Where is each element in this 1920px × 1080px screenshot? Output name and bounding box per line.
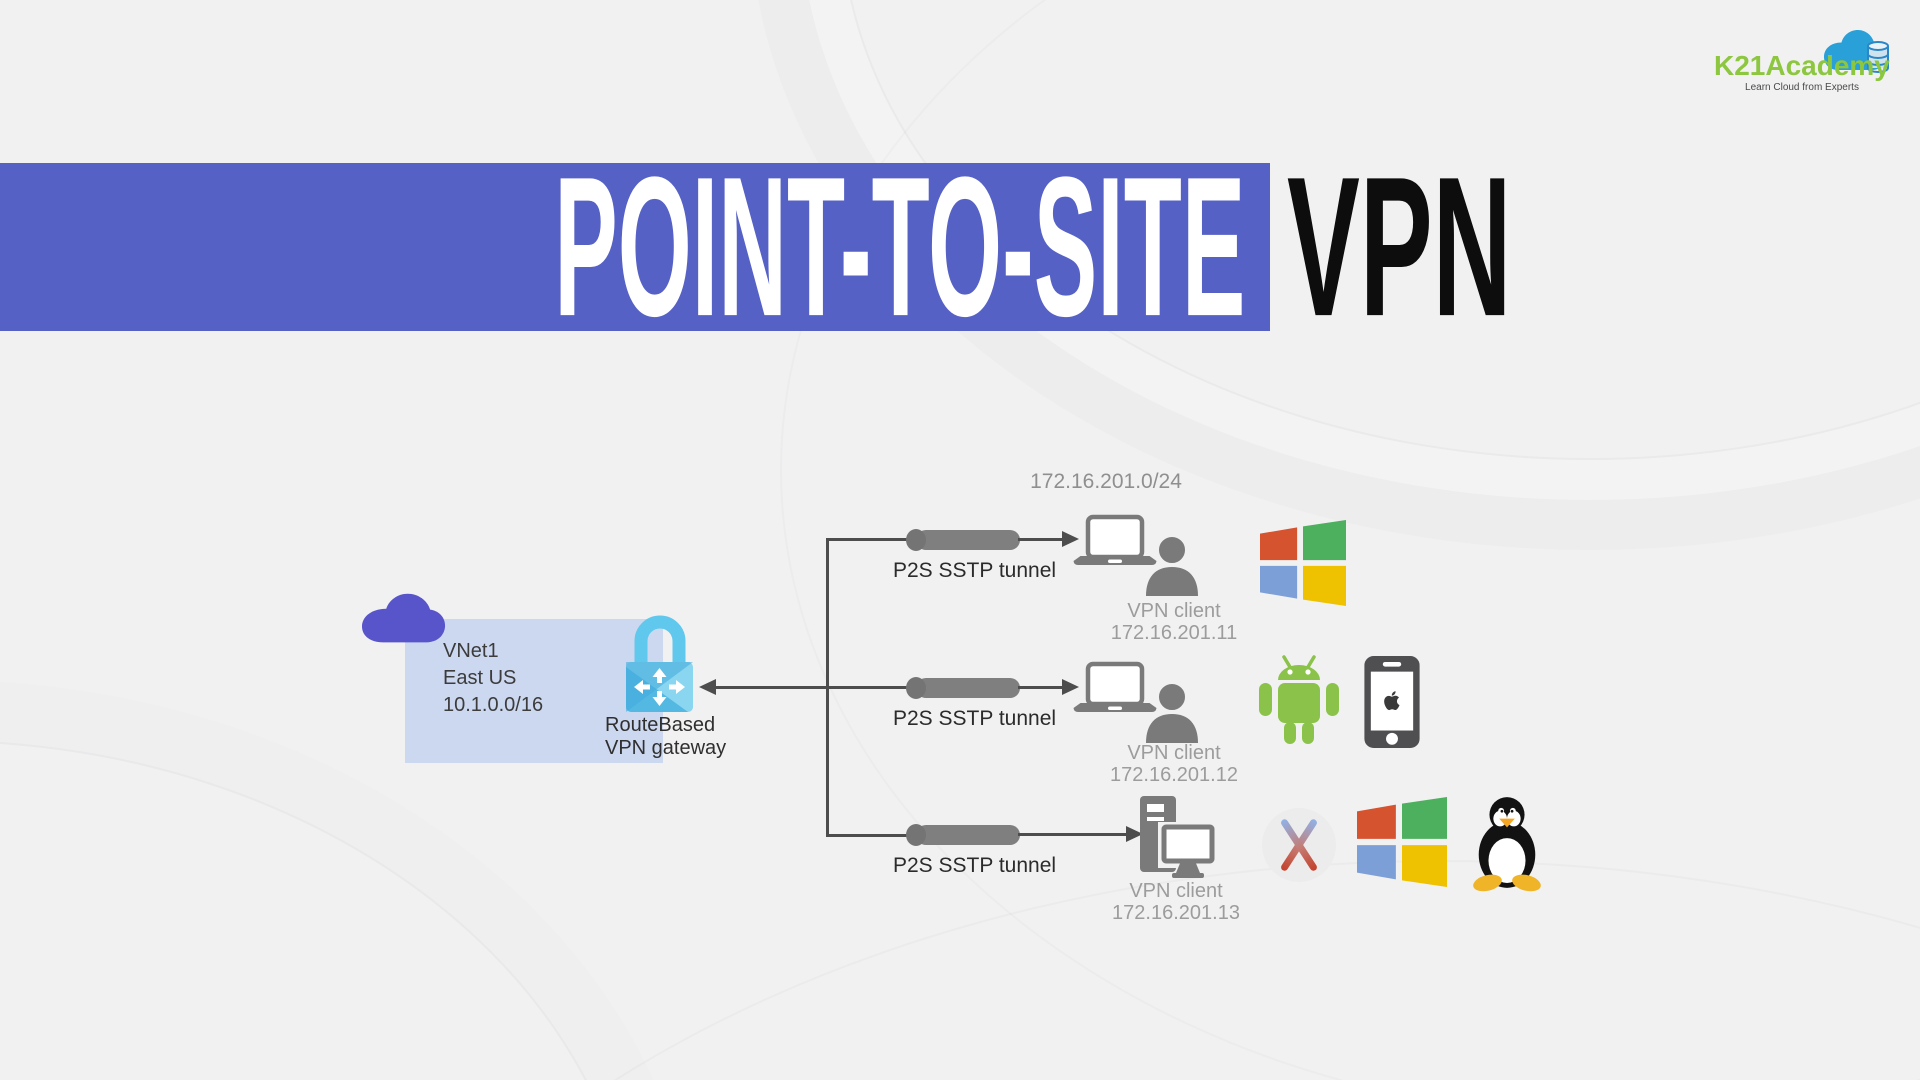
background-swirl — [0, 740, 640, 1080]
arrow-line-to-client — [1018, 833, 1128, 836]
connector-line-middle — [716, 686, 912, 689]
gateway-label: RouteBased VPN gateway — [605, 714, 726, 760]
windows-logo-icon — [1260, 520, 1346, 606]
iphone-with-apple-logo-icon — [1364, 656, 1420, 748]
tunnel-label: P2S SSTP tunnel — [893, 854, 1057, 877]
gateway-label-line2: VPN gateway — [605, 737, 727, 759]
laptop-icon — [1073, 661, 1157, 712]
linux-tux-icon — [1473, 797, 1541, 892]
arrow-line-to-client — [1018, 538, 1064, 541]
client-label: VPN client 172.16.201.13 — [1096, 880, 1256, 924]
cloud-database-icon — [1824, 30, 1889, 73]
page-title-rest: VPN — [1287, 134, 1512, 358]
connector-branch-top — [826, 538, 912, 541]
tunnel-pipe — [906, 677, 1020, 699]
arrow-line-to-client — [1018, 686, 1064, 689]
android-logo-icon — [1259, 655, 1339, 744]
client-label-text: VPN client — [1127, 742, 1221, 764]
desktop-workstation-icon — [1140, 796, 1216, 878]
vnet-info: VNet1 East US 10.1.0.0/16 — [443, 638, 543, 719]
arrowhead-to-gateway — [699, 679, 716, 695]
azure-cloud-icon — [362, 593, 446, 643]
arrowhead-to-client — [1062, 531, 1079, 547]
mac-os-x-logo-icon — [1262, 808, 1336, 882]
title-row: POINT-TO-SITE VPN — [0, 147, 1575, 346]
vnet-region: East US — [443, 667, 517, 689]
windows-logo-icon — [1357, 797, 1447, 887]
user-icon — [1146, 534, 1198, 596]
arrowhead-to-client — [1062, 679, 1079, 695]
gateway-label-line1: RouteBased — [605, 714, 716, 736]
routing-arrows — [634, 668, 685, 706]
connector-trunk-vertical — [826, 539, 829, 837]
database-cylinder — [1867, 41, 1889, 73]
brand-tagline: Learn Cloud from Experts — [1745, 82, 1859, 93]
client-subnet-label: 172.16.201.0/24 — [1030, 470, 1182, 493]
client-label-text: VPN client — [1127, 600, 1221, 622]
vnet-cidr: 10.1.0.0/16 — [443, 694, 544, 716]
connector-branch-bottom — [826, 834, 912, 837]
tunnel-label: P2S SSTP tunnel — [893, 707, 1057, 730]
page-title-highlight: POINT-TO-SITE — [553, 134, 1245, 358]
client-label: VPN client 172.16.201.11 — [1094, 600, 1254, 644]
user-icon — [1146, 681, 1198, 743]
vpn-gateway-lock-icon — [626, 615, 693, 712]
client-label: VPN client 172.16.201.12 — [1094, 742, 1254, 786]
vnet-box — [405, 619, 663, 763]
brand-name: K21Academy — [1714, 50, 1890, 81]
tunnel-label: P2S SSTP tunnel — [893, 559, 1057, 582]
title-banner: POINT-TO-SITE — [0, 147, 1270, 346]
client-ip: 172.16.201.12 — [1110, 764, 1238, 786]
tunnel-pipe — [906, 824, 1020, 846]
arrowhead-to-client — [1126, 826, 1143, 842]
client-label-text: VPN client — [1129, 880, 1223, 902]
client-ip: 172.16.201.11 — [1110, 622, 1238, 644]
tunnel-pipe — [906, 529, 1020, 551]
vnet-name: VNet1 — [443, 640, 499, 662]
apple-logo — [1384, 691, 1400, 711]
brand-logo: K21Academy Learn Cloud from Experts — [1702, 26, 1902, 96]
client-ip: 172.16.201.13 — [1112, 902, 1240, 924]
laptop-icon — [1073, 514, 1157, 565]
